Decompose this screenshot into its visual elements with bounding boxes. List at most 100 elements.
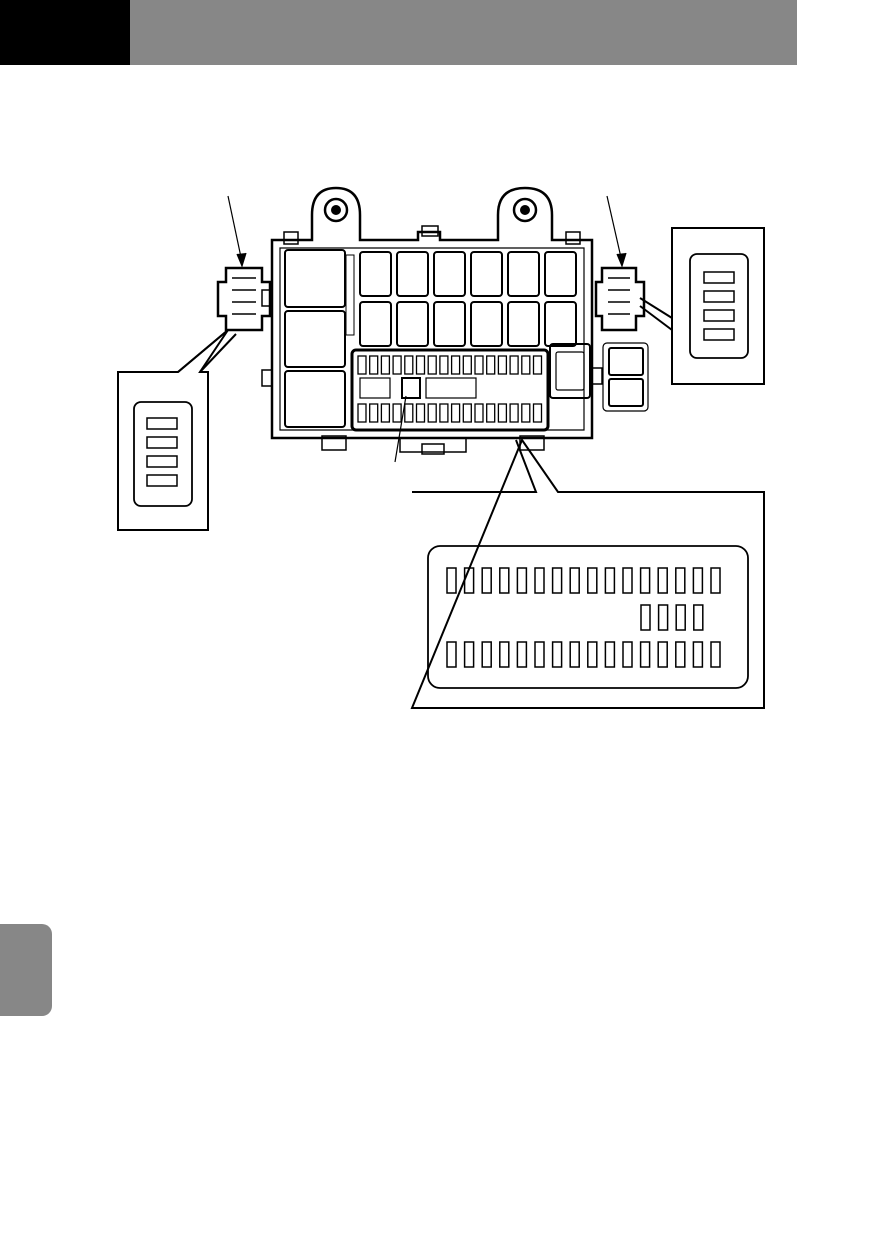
fuse [357, 355, 367, 375]
fuse-slot [587, 567, 598, 594]
connector-pin [703, 271, 735, 284]
relay [470, 251, 503, 297]
small-relay [549, 343, 591, 399]
fuse-slot [551, 567, 563, 594]
connector-pin [703, 290, 735, 303]
fuse-top-row [357, 355, 543, 375]
fuse-slot [657, 567, 668, 594]
side-section-tab [0, 924, 52, 1016]
fuse-slot [481, 567, 492, 594]
relay [544, 251, 577, 297]
fuse-slot [587, 641, 598, 668]
large-relays [284, 249, 355, 428]
header-black-block [0, 0, 130, 65]
fuse-block [350, 348, 550, 432]
relay [359, 251, 392, 297]
fuse-slot [693, 604, 704, 631]
fuse [415, 403, 426, 423]
fuse-slot [516, 641, 528, 668]
fuse-slot [640, 604, 651, 631]
relay [359, 301, 392, 347]
fuse [450, 355, 461, 375]
fuse-slot [639, 567, 651, 594]
fuse [532, 355, 543, 375]
relay [396, 301, 429, 347]
fuse [462, 355, 472, 375]
fuse [427, 355, 437, 375]
connector-pin [146, 417, 178, 430]
fuse-slot [516, 567, 528, 594]
fuse-slot [463, 567, 475, 594]
fuse-slot [604, 567, 616, 594]
fuse [486, 355, 496, 375]
left-connector-callout [117, 329, 237, 531]
fuse [404, 403, 414, 423]
fuse [450, 403, 461, 423]
connector-pin [146, 436, 178, 449]
relay [433, 301, 466, 347]
fuse [427, 403, 437, 423]
connector-pin [703, 328, 735, 341]
fuse [474, 403, 484, 423]
fuse-slot [657, 604, 669, 631]
fuse [486, 403, 496, 423]
right-connector [594, 266, 646, 332]
fuse-slot [446, 641, 457, 668]
relay [470, 301, 503, 347]
fuse-slot [551, 641, 563, 668]
fuse-slot [463, 641, 475, 668]
relay [507, 301, 540, 347]
fuse-slot [569, 567, 580, 594]
fuse [392, 355, 402, 375]
connector-pin [146, 455, 178, 468]
fuse-slot [657, 641, 668, 668]
fuse-slot [499, 567, 510, 594]
fuse-slot [569, 641, 580, 668]
fuse [497, 403, 508, 423]
fuse-slot [710, 641, 721, 668]
header-gray-bar [130, 0, 797, 65]
fuse [521, 403, 531, 423]
connector-pin [703, 309, 735, 322]
fuse-slot [675, 567, 686, 594]
relay-grid [359, 251, 577, 347]
fuse-slot [481, 641, 492, 668]
fuse [369, 355, 379, 375]
fuse-slot [710, 567, 721, 594]
fuse [462, 403, 472, 423]
fuse-slot [604, 641, 616, 668]
fuse [380, 355, 391, 375]
fuse-slot [622, 641, 633, 668]
auxiliary-relays [602, 342, 649, 412]
fuse-panel-callout [410, 437, 765, 709]
fuse [532, 403, 543, 423]
fuse [415, 355, 426, 375]
left-connector [216, 266, 272, 332]
right-connector-callout [639, 227, 765, 385]
relay [507, 251, 540, 297]
connector-pin [146, 474, 178, 487]
relay [544, 301, 577, 347]
fuse [497, 355, 508, 375]
fuse-slot [675, 641, 686, 668]
relay [433, 251, 466, 297]
fuse-slot [499, 641, 510, 668]
fuse-slot [534, 567, 545, 594]
fuse [521, 355, 531, 375]
fuse [380, 403, 391, 423]
fuse [509, 403, 519, 423]
relay [396, 251, 429, 297]
fuse [439, 355, 449, 375]
fuse [439, 403, 449, 423]
fuse-box-housing [261, 186, 603, 455]
fuse-slot [692, 641, 704, 668]
fuse-slot [675, 604, 686, 631]
leader-lines [227, 195, 627, 463]
fuse [509, 355, 519, 375]
fuse-bottom-row [357, 403, 543, 423]
fuse-slot [534, 641, 545, 668]
fuse [392, 403, 402, 423]
fuse-slot [446, 567, 457, 594]
fuse [474, 355, 484, 375]
